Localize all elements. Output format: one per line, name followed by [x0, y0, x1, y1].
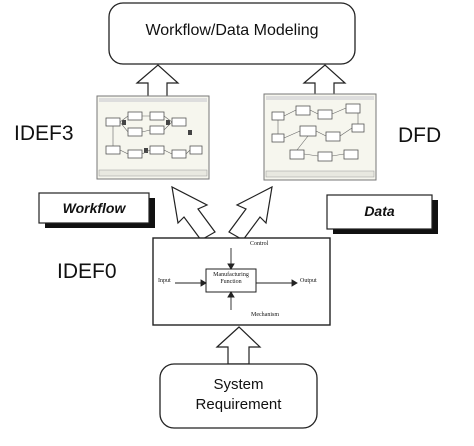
data-label-text: Data	[364, 203, 395, 219]
workflow-label-box	[38, 192, 150, 224]
dfd-label: DFD	[398, 124, 442, 147]
workflow-data-modeling-box	[108, 2, 356, 65]
dfd-diagram-thumbnail	[263, 93, 377, 181]
system-requirement-box	[159, 363, 318, 429]
right-diagonal-arrow-icon	[228, 185, 273, 241]
idef0-input-label: Input	[158, 278, 171, 284]
bottom-box-line1: System	[213, 376, 264, 393]
idef0-control-label: Control	[250, 241, 269, 247]
idef0-function-label: Manufacturing Function	[213, 272, 249, 285]
bottom-up-arrow-icon	[215, 326, 262, 365]
bottom-box-line2: Requirement	[195, 396, 282, 413]
idef0-icom-arrows	[175, 248, 298, 310]
bottom-box-text: System Requirement	[160, 375, 317, 415]
idef0-output-label: Output	[300, 278, 317, 284]
data-label-box	[326, 194, 433, 230]
right-up-arrow-icon	[302, 64, 347, 99]
left-up-arrow-icon	[135, 64, 180, 99]
idef0-mechanism-label: Mechanism	[251, 312, 279, 318]
idef3-diagram-thumbnail	[96, 95, 210, 180]
workflow-label-text: Workflow	[62, 200, 126, 216]
left-diagonal-arrow-icon	[171, 185, 216, 241]
idef0-label: IDEF0	[57, 260, 117, 283]
idef3-label: IDEF3	[14, 122, 74, 145]
top-box-title: Workflow/Data Modeling	[145, 22, 319, 39]
